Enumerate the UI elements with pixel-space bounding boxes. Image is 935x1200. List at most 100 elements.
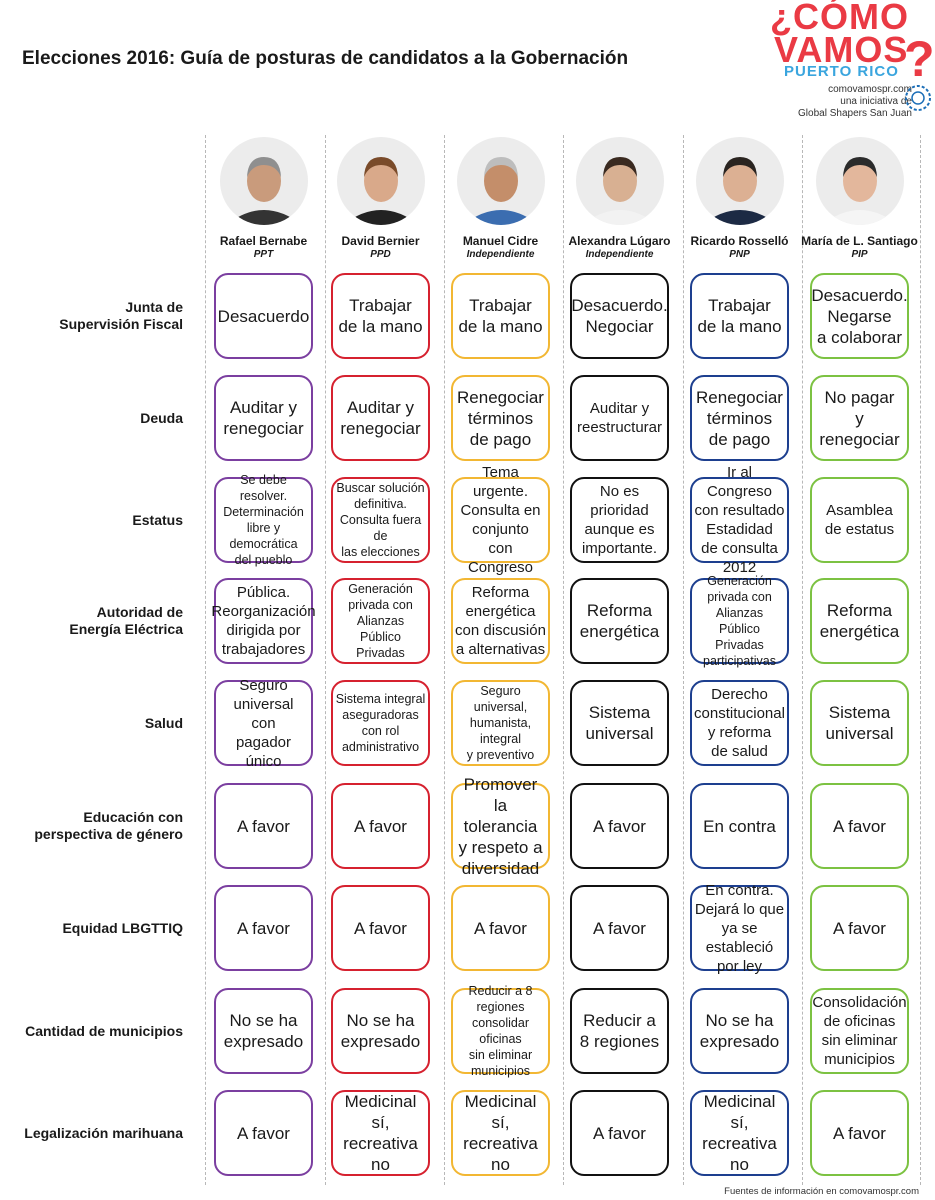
position-text-line: aseguradoras	[342, 708, 419, 722]
position-text-line: ya se	[721, 919, 758, 937]
column-divider	[920, 135, 921, 1185]
position-cell: Desacuerdo.Negociar	[570, 273, 669, 359]
topic-label-line: Supervisión Fiscal	[59, 316, 183, 332]
position-text-line: municipios	[824, 1051, 895, 1068]
position-text-line: de la mano	[697, 317, 782, 336]
position-text-line: con Congreso	[467, 540, 534, 576]
position-text-line: Estadidad	[706, 521, 773, 538]
position-cell: A favor	[331, 885, 430, 971]
position-text-line: sin eliminar	[468, 1048, 533, 1062]
position-text: A favor	[593, 816, 646, 837]
position-text-line: renegociar	[340, 419, 421, 438]
position-text: Desacuerdo.Negociar	[571, 295, 667, 337]
position-text-line: Reorganización	[211, 603, 316, 620]
candidate-name: Manuel Cidre	[462, 234, 539, 248]
candidate-party: Independiente	[585, 249, 654, 260]
position-cell: A favor	[331, 783, 430, 869]
position-text-line: Desacuerdo	[217, 306, 310, 326]
position-text-line: Tema urgente.	[472, 464, 529, 500]
position-text-line: términos	[706, 408, 773, 428]
topic-label-line: Legalización marihuana	[24, 1124, 183, 1141]
position-text-line: de consulta	[701, 540, 778, 557]
position-text-line: sin eliminar	[821, 1032, 898, 1049]
position-text-line: prioridad	[590, 502, 649, 519]
topic-label-line: Cantidad de municipios	[25, 1022, 183, 1039]
position-cell: A favor	[214, 885, 313, 971]
logo-line-1: ¿CÓMO	[770, 0, 909, 37]
logo-url[interactable]: comovamospr.com	[828, 84, 912, 95]
column-divider	[444, 135, 445, 1185]
candidate-photo	[336, 137, 425, 225]
candidate-name: David Bernier	[341, 234, 420, 248]
como-vamos-logo[interactable]: ¿CÓMO VAMOS ? PUERTO RICO comovamospr.co…	[762, 0, 935, 125]
position-text-line: y respeto a	[458, 837, 543, 857]
position-text-line: aunque es	[584, 521, 655, 538]
position-text-line: importante.	[581, 540, 658, 557]
position-text-line: a colaborar	[816, 327, 903, 347]
position-text-line: Medicinal sí,	[344, 1092, 417, 1132]
position-text-line: privada con	[707, 590, 772, 604]
position-text: A favor	[593, 1123, 646, 1144]
position-text-line: Pública.	[236, 584, 291, 601]
position-text-line: con	[251, 714, 276, 732]
position-text-line: de estatus	[824, 521, 895, 538]
position-text-line: A favor	[237, 1123, 290, 1143]
position-cell: No es prioridad aunque es importante.	[570, 477, 669, 563]
position-text-line: A favor	[474, 918, 527, 938]
position-text-line: libre y democrática	[229, 521, 298, 551]
candidate-name: Ricardo Rosselló	[690, 234, 789, 248]
position-text-line: A favor	[237, 918, 290, 938]
position-text-line: Auditar y	[589, 400, 650, 417]
candidate-party: Independiente	[466, 249, 535, 260]
position-text-line: Negarse	[827, 306, 892, 326]
candidate-photo	[815, 137, 904, 225]
position-text: A favor	[354, 816, 407, 837]
position-text-line: participativas	[703, 654, 776, 668]
position-text-line: dirigida por	[226, 622, 301, 639]
column-divider	[802, 135, 803, 1185]
position-text-line: Auditar y	[229, 398, 298, 417]
position-text-line: de salud	[711, 743, 768, 760]
position-text-line: de pago	[708, 429, 771, 449]
position-text-line: Generación	[348, 582, 413, 596]
position-text-line: Medicinal sí,	[703, 1092, 776, 1132]
position-cell: En contra	[690, 783, 789, 869]
position-text-line: integral	[480, 732, 521, 746]
position-text-line: No es	[599, 483, 640, 500]
logo-wordmark: ¿CÓMO VAMOS	[770, 0, 930, 68]
position-text-line: Seguro	[480, 684, 521, 698]
topic-label: Salud	[13, 715, 183, 732]
position-text-line: Privadas	[356, 646, 405, 660]
position-text-line: definitiva.	[354, 497, 407, 511]
position-text-line: expresado	[699, 1032, 780, 1051]
candidate-photo	[219, 137, 308, 225]
position-text-line: de pago	[469, 429, 532, 449]
